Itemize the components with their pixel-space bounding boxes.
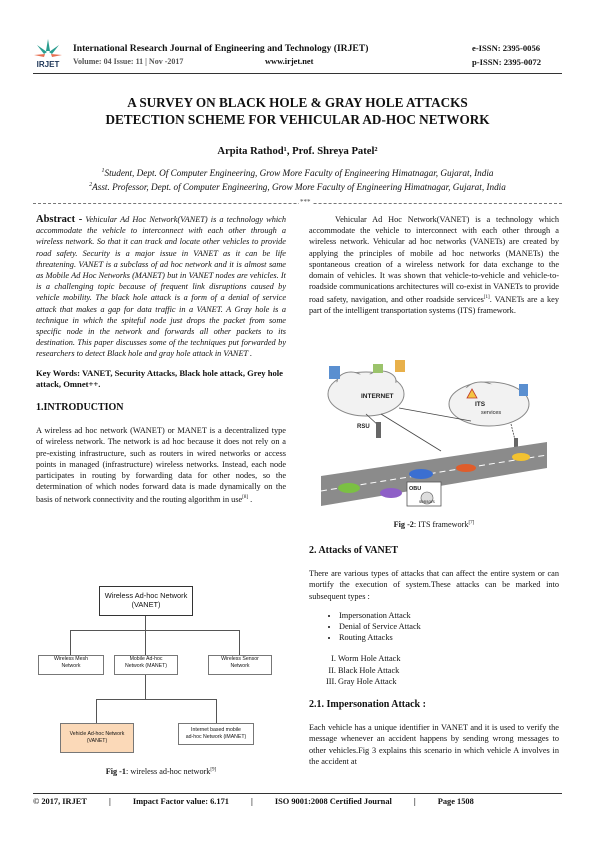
car-icon <box>456 464 476 472</box>
section-2-1-text: Each vehicle has a unique identifier in … <box>309 723 559 766</box>
server-icon <box>519 384 528 396</box>
p-issn: p-ISSN: 2395-0072 <box>472 57 541 67</box>
right-column: Vehicular Ad Hoc Network(VANET) is a tec… <box>309 214 559 317</box>
figure-1-caption: Fig -1: wireless ad-hoc network[9] <box>105 767 217 776</box>
affiliation-2: 2Asst. Professor, Dept. of Computer Engi… <box>89 182 506 193</box>
page-footer: © 2017, IRJET|Impact Factor value: 6.171… <box>33 797 474 806</box>
svg-text:services: services <box>481 410 501 416</box>
svg-text:INTERNET: INTERNET <box>361 393 394 400</box>
svg-text:sensors: sensors <box>419 499 436 504</box>
journal-name: International Research Journal of Engine… <box>73 43 369 54</box>
irjet-logo: IRJET <box>34 39 62 69</box>
vanet-intro-text: Vehicular Ad Hoc Network(VANET) is a tec… <box>309 215 559 316</box>
car-icon <box>380 488 402 498</box>
antenna-icon <box>514 438 518 450</box>
intro-heading: 1.INTRODUCTION <box>36 402 124 414</box>
server-icon <box>329 366 340 379</box>
obu-inset: OBU sensors <box>406 481 442 507</box>
affiliation-1: 1Student, Dept. Of Computer Engineering,… <box>101 168 494 179</box>
svg-text:ITS: ITS <box>475 401 486 408</box>
svg-text:OBU: OBU <box>409 486 421 492</box>
lock-icon <box>395 360 405 372</box>
tree-node-vanet: Vehicle Ad-hoc Network(VANET) <box>60 723 134 753</box>
section-2-1-heading: 2.1. Impersonation Attack : <box>309 699 426 711</box>
keywords: Key Words: VANET, Security Attacks, Blac… <box>36 367 284 389</box>
road <box>321 442 547 506</box>
left-column: Abstract - Vehicular Ad Hoc Network(VANE… <box>36 214 286 505</box>
list-item: Impersonation Attack <box>339 610 559 621</box>
section-2-text: There are various types of attacks that … <box>309 569 559 601</box>
authors: Arpita Rathod¹, Prof. Shreya Patel² <box>217 146 378 157</box>
tree-root-node: Wireless Ad-hoc Network(VANET) <box>99 586 193 616</box>
figure-1: Wireless Ad-hoc Network(VANET) Wireless … <box>36 582 286 782</box>
separator-rule: *** <box>33 199 562 207</box>
section-2-heading: 2. Attacks of VANET <box>309 545 399 556</box>
footer-rule <box>33 793 562 794</box>
warning-icon <box>466 388 478 399</box>
abstract: Abstract - Vehicular Ad Hoc Network(VANE… <box>36 214 287 359</box>
car-icon <box>338 483 360 493</box>
list-item: III.Gray Hole Attack <box>326 676 397 686</box>
section-2: 2. Attacks of VANET There are various ty… <box>309 545 559 767</box>
intro-text: A wireless ad hoc network (WANET) or MAN… <box>36 426 286 505</box>
list-item: Routing Attacks <box>339 632 559 643</box>
journal-website-link[interactable]: www.irjet.net <box>265 57 314 66</box>
routing-attack-list: I.Worm Hole Attack II.Black Hole Attack … <box>309 653 559 687</box>
header-rule <box>33 73 562 74</box>
internet-cloud: INTERNET <box>327 370 405 417</box>
car-icon <box>409 469 433 479</box>
computer-icon <box>373 364 383 373</box>
list-item: Denial of Service Attack <box>339 621 559 632</box>
figure-2-its-framework: INTERNET ITS services RSU OBU sensors <box>321 360 547 507</box>
paper-title: A SURVEY ON BLACK HOLE & GRAY HOLE ATTAC… <box>105 95 490 127</box>
figure-2-caption: Fig -2: ITS framework[7] <box>393 520 475 529</box>
attack-bullet-list: Impersonation Attack Denial of Service A… <box>309 610 559 644</box>
list-item: II.Black Hole Attack <box>328 665 400 675</box>
e-issn: e-ISSN: 2395-0056 <box>472 43 541 53</box>
car-icon <box>512 453 530 461</box>
list-item: I.Worm Hole Attack <box>331 654 401 664</box>
rsu-tower: RSU <box>357 422 381 438</box>
logo-text: IRJET <box>37 60 60 69</box>
svg-text:RSU: RSU <box>357 424 370 430</box>
volume-issue: Volume: 04 Issue: 11 | Nov -2017 <box>73 57 184 66</box>
